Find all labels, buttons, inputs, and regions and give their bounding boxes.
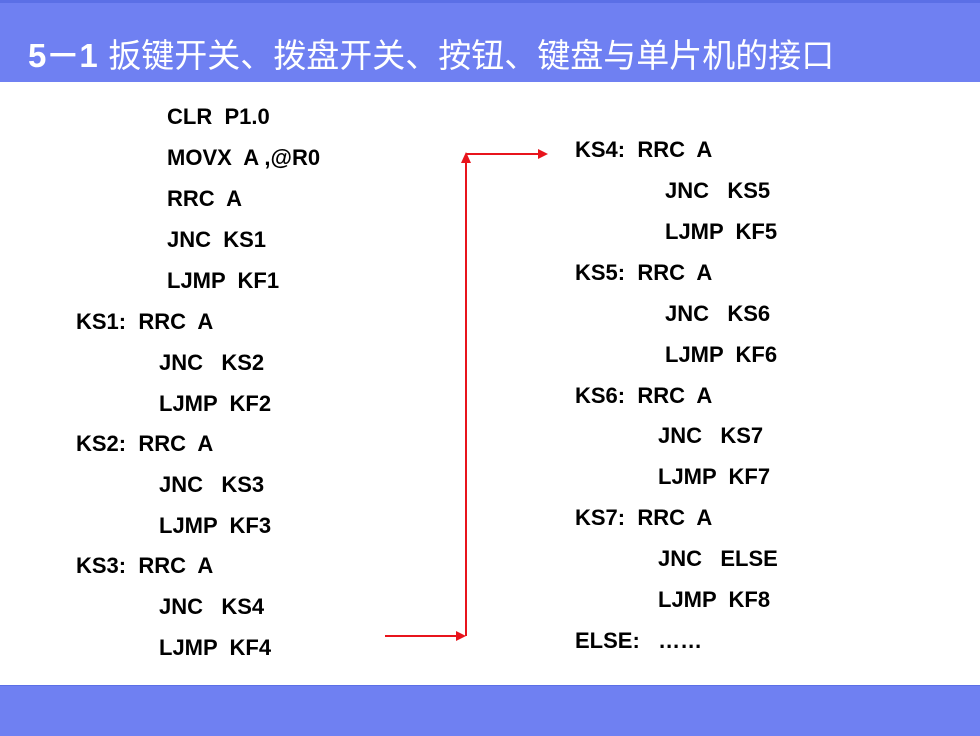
code-line: LJMP KF3 xyxy=(159,513,272,538)
code-line: RRC A xyxy=(167,186,242,211)
title-label: 扳键开关、拨盘开关、按钮、键盘与单片机的接口 xyxy=(108,36,835,75)
code-line: LJMP KF6 xyxy=(665,342,778,367)
footer-bar xyxy=(0,685,980,736)
code-label-line: KS7: RRC A xyxy=(575,505,713,530)
code-label-line: KS3: RRC A xyxy=(76,553,214,578)
arrowhead-right-icon xyxy=(538,149,548,159)
code-label-line: KS4: RRC A xyxy=(575,137,713,162)
code-line: LJMP KF5 xyxy=(665,219,778,244)
code-line: JNC KS5 xyxy=(665,178,771,203)
code-label-line: KS5: RRC A xyxy=(575,260,713,285)
code-line: LJMP KF1 xyxy=(167,268,280,293)
code-line: MOVX A ,@R0 xyxy=(167,145,321,170)
slide-title: 5－1 扳键开关、拨盘开关、按钮、键盘与单片机的接口 xyxy=(28,36,834,76)
code-line: JNC KS3 xyxy=(159,472,265,497)
code-line: JNC KS7 xyxy=(658,423,764,448)
code-line: LJMP KF2 xyxy=(159,391,272,416)
code-line: JNC KS2 xyxy=(159,350,265,375)
code-label-line: KS1: RRC A xyxy=(76,309,214,334)
arrowhead-right-icon xyxy=(456,631,466,641)
code-line: JNC KS4 xyxy=(159,594,265,619)
code-line: JNC KS1 xyxy=(167,227,267,252)
code-line: JNC KS6 xyxy=(665,301,771,326)
section-number: 5－1 xyxy=(28,37,98,74)
code-line: CLR P1.0 xyxy=(167,104,270,129)
code-line: JNC ELSE xyxy=(658,546,778,571)
code-line: LJMP KF4 xyxy=(159,635,272,660)
code-label-line: ELSE: …… xyxy=(575,628,703,653)
title-bar: 5－1 扳键开关、拨盘开关、按钮、键盘与单片机的接口 xyxy=(0,0,980,82)
code-label-line: KS6: RRC A xyxy=(575,383,713,408)
arrowhead-up-icon xyxy=(461,152,471,163)
code-line: LJMP KF8 xyxy=(658,587,771,612)
code-label-line: KS2: RRC A xyxy=(76,431,214,456)
code-line: LJMP KF7 xyxy=(658,464,771,489)
